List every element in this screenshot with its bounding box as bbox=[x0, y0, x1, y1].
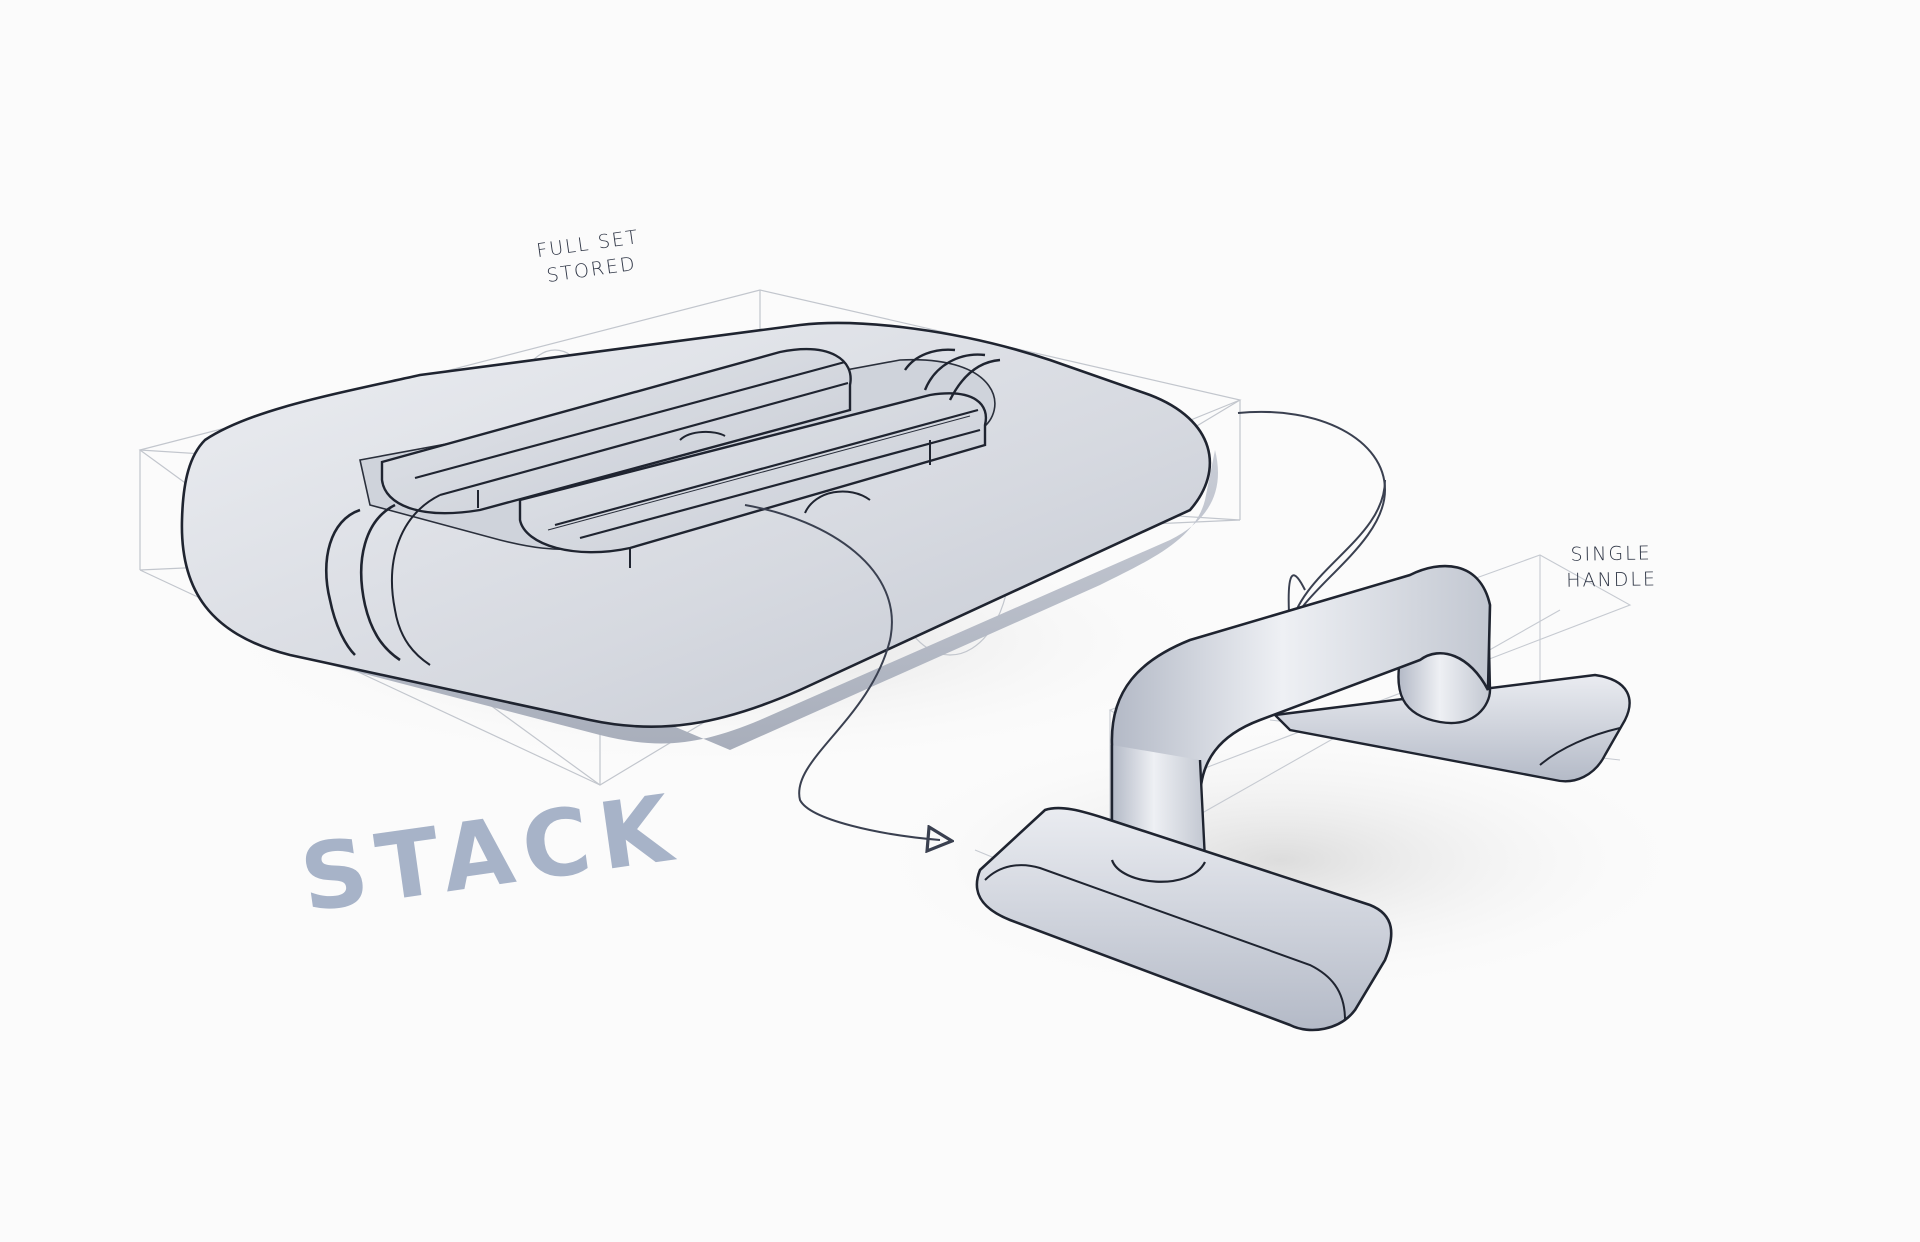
arrow-tray-to-handle-top bbox=[1237, 410, 1387, 631]
notch-2 bbox=[804, 490, 871, 514]
notch-1 bbox=[679, 430, 726, 441]
single-handle bbox=[975, 564, 1631, 1032]
handle-arch bbox=[1110, 564, 1492, 862]
handle-back-foot bbox=[1272, 673, 1631, 783]
tray-grip-left bbox=[324, 494, 441, 666]
stored-handle-1 bbox=[380, 347, 852, 515]
annotation-single-handle: SINGLE HANDLE bbox=[1566, 542, 1658, 592]
tray-grip-right bbox=[904, 348, 1001, 401]
storage-tray bbox=[180, 321, 1218, 750]
stored-handle-2 bbox=[518, 392, 988, 568]
arrow-tray-to-handle-base bbox=[744, 504, 940, 840]
